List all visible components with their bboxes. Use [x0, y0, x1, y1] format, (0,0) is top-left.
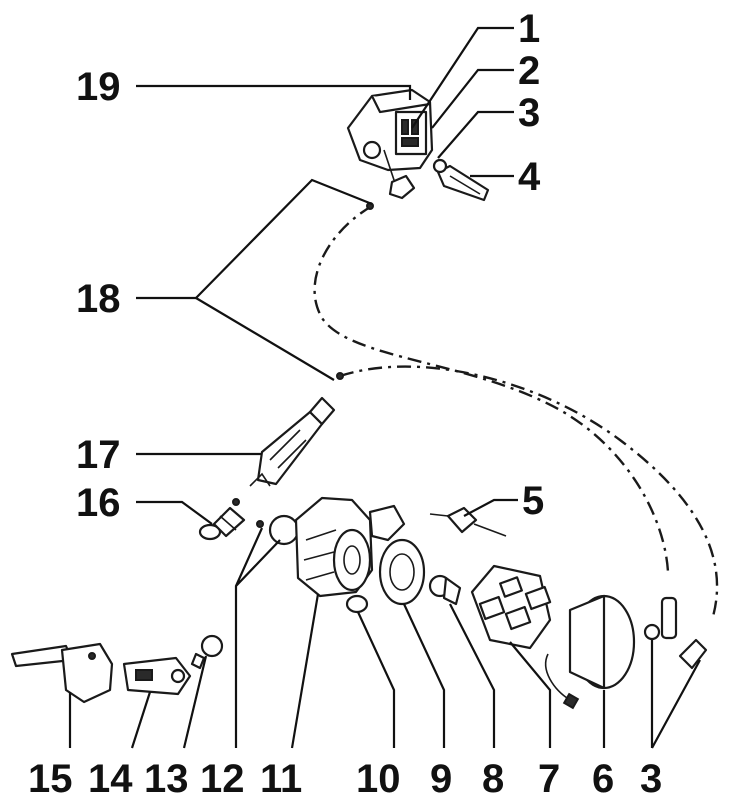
callout-19: 19	[76, 65, 121, 109]
distributor-housing	[268, 496, 406, 614]
distributor-cap	[470, 564, 552, 650]
callout-18: 18	[76, 277, 121, 321]
ht-cable-lower	[339, 365, 719, 621]
suppressor-connectors	[643, 596, 708, 670]
switch-assembly	[10, 642, 114, 704]
callout-2: 2	[518, 49, 540, 93]
callout-13: 13	[144, 757, 189, 801]
bulb	[190, 634, 224, 670]
callout-14: 14	[88, 757, 133, 801]
callout-5: 5	[522, 479, 544, 523]
callout-10: 10	[356, 757, 401, 801]
callout-8: 8	[482, 757, 504, 801]
callout-4: 4	[518, 155, 541, 199]
callout-1: 1	[518, 7, 540, 51]
callout-17: 17	[76, 433, 121, 477]
callout-6: 6	[592, 757, 614, 801]
ht-cable-upper	[313, 204, 670, 573]
callout-9: 9	[430, 757, 452, 801]
callout-7: 7	[538, 757, 560, 801]
callout-11: 11	[260, 757, 302, 801]
o-ring	[256, 520, 264, 528]
callout-3-top: 3	[518, 91, 540, 135]
spark-plug	[198, 498, 246, 541]
lamp-holder	[122, 656, 192, 696]
spark-plug-connector	[249, 396, 336, 487]
connector-plug	[429, 506, 507, 537]
callout-3-bottom: 3	[640, 757, 662, 801]
leader-lines	[68, 26, 701, 749]
callout-12: 12	[200, 757, 245, 801]
dust-shield	[378, 538, 426, 606]
callout-labels: 1 2 3 4 19 18 17 16 5 15 14 13 12 11 10 …	[28, 7, 662, 801]
rotor-arm	[428, 574, 462, 606]
ignition-coil-assembly	[346, 88, 490, 202]
screening-cover	[545, 594, 636, 710]
callout-15: 15	[28, 757, 73, 801]
callout-16: 16	[76, 481, 121, 525]
